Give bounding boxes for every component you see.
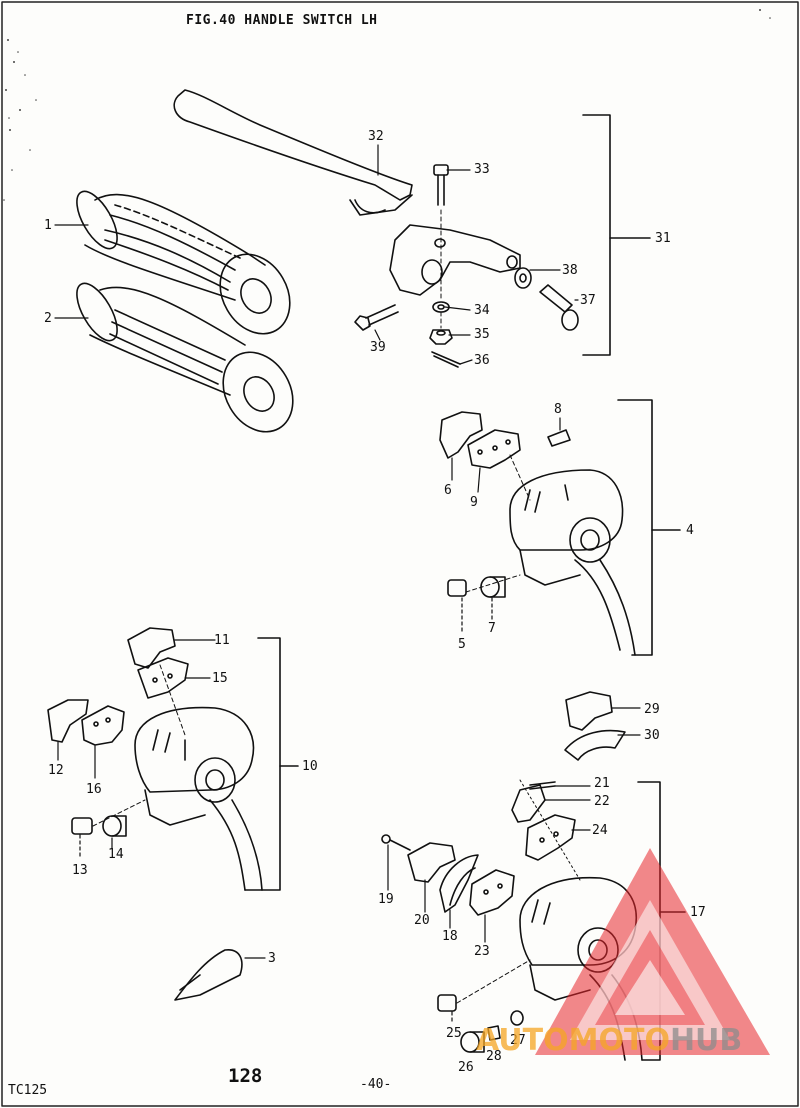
callout-11: 11 — [214, 633, 230, 648]
callout-31: 31 — [655, 231, 671, 246]
button-25 — [437, 994, 457, 1012]
callout-37: 37 — [580, 293, 596, 308]
callout-8: 8 — [554, 402, 562, 417]
switch-knob-6 — [439, 411, 483, 459]
switch-plate-9 — [467, 429, 521, 469]
callout-38: 38 — [562, 263, 578, 278]
callout-13: 13 — [72, 863, 88, 878]
callout-6: 6 — [444, 483, 452, 498]
watermark-logo — [535, 848, 770, 1055]
callout-7: 7 — [488, 621, 496, 636]
watermark-text: AUTOMOTOHUB — [476, 1026, 742, 1056]
callout-16: 16 — [86, 782, 102, 797]
switch-knob-29 — [565, 691, 613, 731]
callout-12: 12 — [48, 763, 64, 778]
group-bracket-10 — [257, 637, 281, 891]
assembly-dashes — [92, 209, 581, 1004]
callout-30: 30 — [644, 728, 660, 743]
grip-1 — [76, 190, 291, 335]
screw-21 — [529, 781, 556, 790]
bolt-39 — [354, 304, 399, 331]
callout-36: 36 — [474, 353, 490, 368]
washer-38 — [514, 267, 532, 289]
callout-18: 18 — [442, 929, 458, 944]
callout-24: 24 — [592, 823, 608, 838]
spring-8 — [547, 429, 571, 447]
clutch-lever-32 — [173, 89, 413, 216]
switch-plate-23 — [469, 869, 515, 916]
callout-35: 35 — [474, 327, 490, 342]
spring-22 — [511, 784, 546, 823]
bolt-33 — [433, 164, 449, 206]
switch-cover-30 — [564, 729, 626, 761]
button-7 — [480, 576, 506, 598]
callout-17: 17 — [690, 905, 706, 920]
callout-20: 20 — [414, 913, 430, 928]
switch-knob-20 — [407, 842, 456, 883]
switch-knob-11 — [127, 627, 176, 669]
switch-assembly-10 — [134, 706, 263, 891]
callout-28: 28 — [486, 1049, 502, 1064]
callout-39: 39 — [370, 340, 386, 355]
watermark-text-orange: AUTOMOTO — [476, 1023, 670, 1058]
spring-28 — [487, 1025, 501, 1041]
callout-2: 2 — [44, 311, 52, 326]
model-code: TC125 — [8, 1083, 48, 1098]
lever-bracket — [389, 224, 521, 296]
group-bracket-4 — [617, 399, 653, 656]
callout-25: 25 — [446, 1026, 462, 1041]
callout-26: 26 — [458, 1060, 474, 1075]
page-number-small: -40- — [360, 1077, 392, 1092]
grip-2 — [76, 282, 294, 433]
screw-19 — [381, 834, 411, 851]
figure-title: FIG.40 HANDLE SWITCH LH — [186, 13, 378, 28]
scan-speckle — [3, 9, 771, 201]
callout-4: 4 — [686, 523, 694, 538]
callout-33: 33 — [474, 162, 490, 177]
nut-35 — [429, 329, 453, 345]
callout-10: 10 — [302, 759, 318, 774]
callout-34: 34 — [474, 303, 490, 318]
callout-14: 14 — [108, 847, 124, 862]
callout-21: 21 — [594, 776, 610, 791]
callout-3: 3 — [268, 951, 276, 966]
watermark-text-gray: HUB — [669, 1023, 743, 1058]
bolt-37 — [539, 284, 579, 331]
callout-29: 29 — [644, 702, 660, 717]
callout-27: 27 — [510, 1033, 526, 1048]
switch-plate-16 — [81, 705, 125, 746]
callout-22: 22 — [594, 794, 610, 809]
callout-5: 5 — [458, 637, 466, 652]
spring-27 — [510, 1010, 524, 1026]
cotter-pin-36 — [431, 351, 461, 368]
button-13 — [71, 817, 93, 835]
clamp-3 — [174, 949, 243, 1001]
callout-15: 15 — [212, 671, 228, 686]
button-5 — [447, 579, 467, 597]
callout-1: 1 — [44, 218, 52, 233]
leader-lines — [54, 144, 641, 1023]
switch-cover-18 — [439, 854, 479, 913]
callout-19: 19 — [378, 892, 394, 907]
callout-9: 9 — [470, 495, 478, 510]
button-26 — [460, 1031, 485, 1053]
switch-plate-24 — [525, 814, 576, 861]
switch-knob-12 — [47, 699, 89, 743]
callout-23: 23 — [474, 944, 490, 959]
callout-32: 32 — [368, 129, 384, 144]
group-bracket-31 — [582, 114, 611, 356]
switch-assembly-4 — [509, 469, 636, 656]
switch-plate-15 — [137, 657, 189, 699]
page-number-large: 128 — [228, 1065, 263, 1087]
